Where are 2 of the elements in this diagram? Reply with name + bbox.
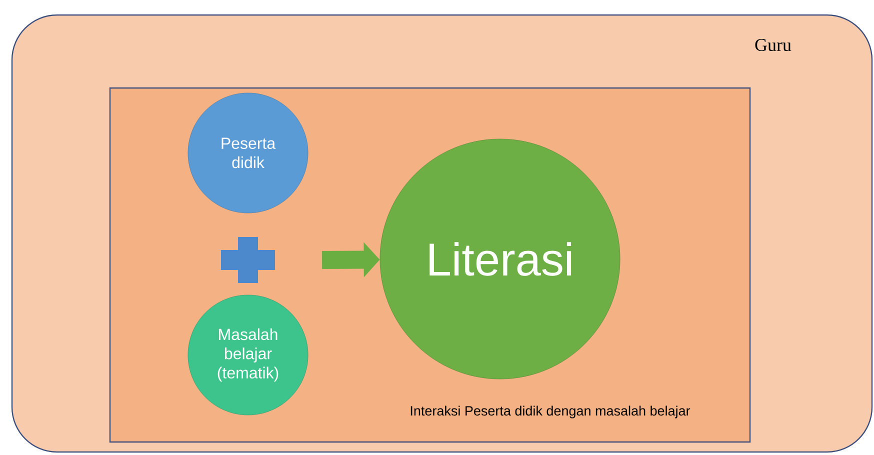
panel-heading: Guru — [755, 38, 792, 52]
panel-caption: Interaksi Peserta didik dengan masalah belajar — [410, 406, 690, 418]
